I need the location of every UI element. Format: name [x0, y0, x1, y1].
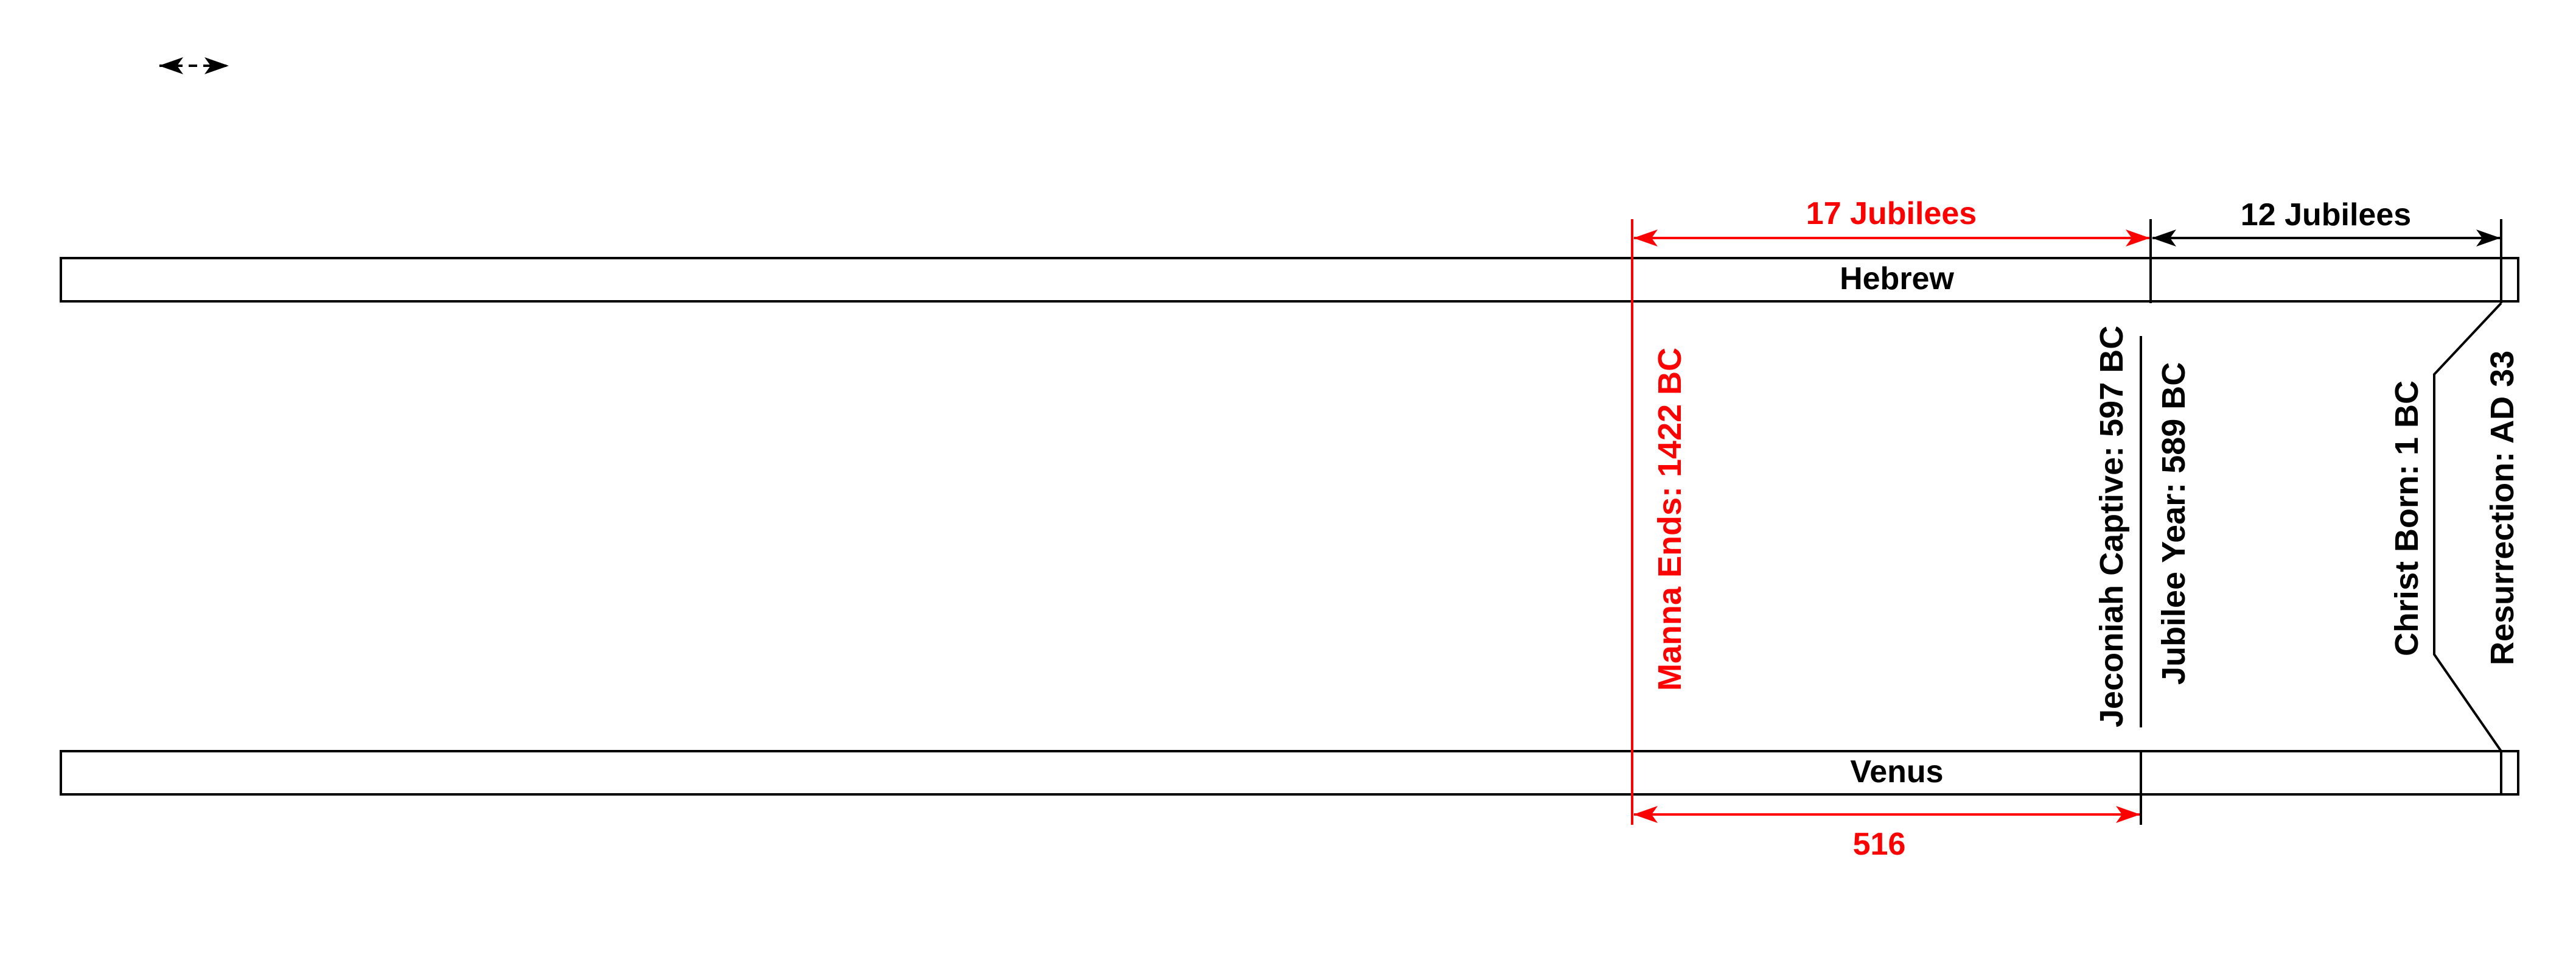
venus-band-label: Venus — [1850, 754, 1943, 790]
christ-born-label: Christ Born: 1 BC — [2389, 380, 2425, 656]
span-17-jubilees-label: 17 Jubilees — [1806, 196, 1977, 231]
hebrew-band: Hebrew — [60, 257, 2519, 303]
resurrection-label: Resurrection: AD 33 — [2484, 351, 2521, 665]
span-516: 516 — [1633, 806, 2140, 862]
span-17-jubilees: 17 Jubilees — [1633, 196, 2150, 247]
christ-to-resurrection-connector — [2433, 302, 2502, 752]
manna-ends-label: Manna Ends: 1422 BC — [1652, 348, 1688, 691]
span-12-jubilees-label: 12 Jubilees — [2241, 197, 2411, 233]
span-12-jubilees: 12 Jubilees — [2152, 197, 2501, 247]
jubilee-year-label: Jubilee Year: 589 BC — [2155, 362, 2192, 685]
venus-band: Venus — [60, 750, 2519, 796]
hebrew-band-label: Hebrew — [1840, 261, 1954, 296]
span-516-label: 516 — [1853, 827, 1906, 862]
jeconiah-captive-label: Jeconiah Captive: 597 BC — [2093, 326, 2130, 727]
